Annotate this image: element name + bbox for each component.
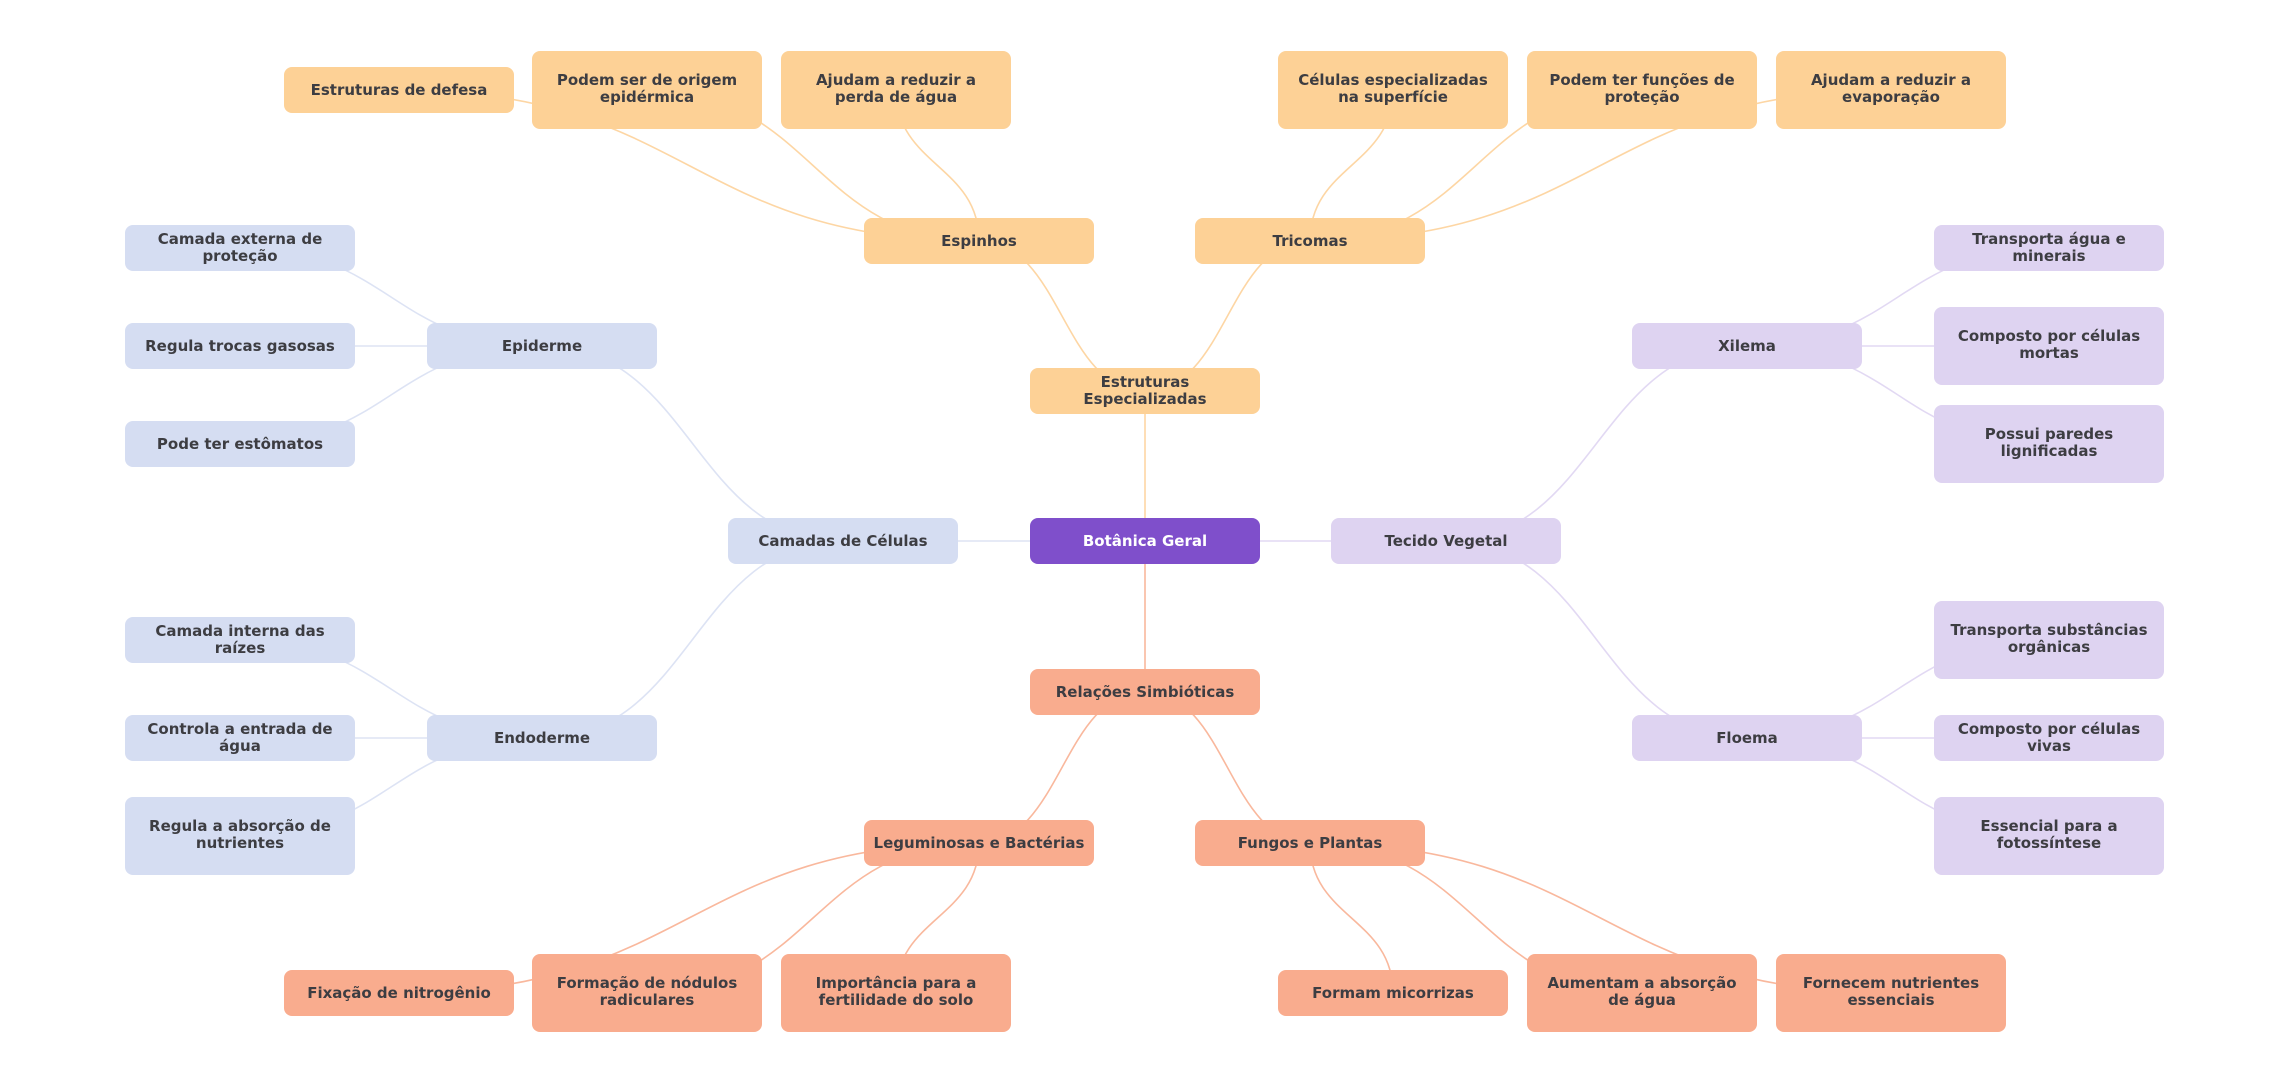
node-tri2[interactable]: Podem ter funções de proteção	[1527, 51, 1757, 129]
node-label: Importância para a fertilidade do solo	[815, 974, 977, 1009]
node-label: Tricomas	[1272, 231, 1348, 250]
node-tri3[interactable]: Ajudam a reduzir a evaporação	[1776, 51, 2006, 129]
node-espinhos[interactable]: Espinhos	[864, 218, 1094, 264]
edge-tecido-xilema	[1445, 345, 1748, 542]
node-tri1[interactable]: Células especializadas na superfície	[1278, 51, 1508, 129]
node-flo1[interactable]: Transporta substâncias orgânicas	[1934, 601, 2164, 679]
node-end3[interactable]: Regula a absorção de nutrientes	[125, 797, 355, 875]
node-camadas[interactable]: Camadas de Células	[728, 518, 958, 564]
node-label: Formação de nódulos radiculares	[556, 974, 738, 1009]
node-epi3[interactable]: Pode ter estômatos	[125, 421, 355, 467]
node-end2[interactable]: Controla a entrada de água	[125, 715, 355, 761]
node-tecido[interactable]: Tecido Vegetal	[1331, 518, 1561, 564]
node-label: Controla a entrada de água	[147, 720, 333, 755]
node-label: Relações Simbióticas	[1055, 682, 1235, 701]
node-epiderme[interactable]: Epiderme	[427, 323, 657, 369]
node-label: Regula trocas gasosas	[145, 336, 335, 355]
node-label: Regula a absorção de nutrientes	[149, 817, 331, 852]
node-label: Pode ter estômatos	[156, 434, 324, 453]
node-relacoes[interactable]: Relações Simbióticas	[1030, 669, 1260, 715]
edge-fungos-fun1	[1309, 842, 1394, 994]
edge-camadas-endoderme	[541, 540, 844, 739]
node-label: Ajudam a reduzir a perda de água	[815, 71, 977, 106]
node-label: Composto por células mortas	[1957, 327, 2141, 362]
node-floema[interactable]: Floema	[1632, 715, 1862, 761]
node-label: Tecido Vegetal	[1384, 531, 1508, 550]
node-end1[interactable]: Camada interna das raízes	[125, 617, 355, 663]
node-label: Formam micorrizas	[1312, 983, 1474, 1002]
node-epi1[interactable]: Camada externa de proteção	[125, 225, 355, 271]
edge-tecido-floema	[1445, 540, 1748, 739]
node-label: Fixação de nitrogênio	[307, 983, 491, 1002]
node-label: Transporta água e minerais	[1972, 230, 2126, 265]
edge-camadas-epiderme	[541, 345, 844, 542]
node-label: Composto por células vivas	[1957, 720, 2141, 755]
node-xil1[interactable]: Transporta água e minerais	[1934, 225, 2164, 271]
node-label: Camada externa de proteção	[157, 230, 323, 265]
node-tricomas[interactable]: Tricomas	[1195, 218, 1425, 264]
node-label: Aumentam a absorção de água	[1547, 974, 1737, 1009]
node-esp3[interactable]: Ajudam a reduzir a perda de água	[781, 51, 1011, 129]
node-label: Possui paredes lignificadas	[1984, 425, 2114, 460]
node-leg2[interactable]: Formação de nódulos radiculares	[532, 954, 762, 1032]
node-label: Floema	[1716, 728, 1778, 747]
node-label: Botânica Geral	[1082, 531, 1208, 550]
node-label: Leguminosas e Bactérias	[873, 833, 1085, 852]
node-leg1[interactable]: Fixação de nitrogênio	[284, 970, 514, 1016]
node-label: Camada interna das raízes	[155, 622, 325, 657]
node-label: Espinhos	[941, 231, 1017, 250]
node-label: Fungos e Plantas	[1237, 833, 1383, 852]
node-leg3[interactable]: Importância para a fertilidade do solo	[781, 954, 1011, 1032]
node-flo2[interactable]: Composto por células vivas	[1934, 715, 2164, 761]
node-root[interactable]: Botânica Geral	[1030, 518, 1260, 564]
node-estruturas[interactable]: Estruturas Especializadas	[1030, 368, 1260, 414]
node-flo3[interactable]: Essencial para a fotossíntese	[1934, 797, 2164, 875]
node-fun3[interactable]: Fornecem nutrientes essenciais	[1776, 954, 2006, 1032]
node-label: Estruturas Especializadas	[1083, 373, 1207, 408]
node-xil3[interactable]: Possui paredes lignificadas	[1934, 405, 2164, 483]
node-fun2[interactable]: Aumentam a absorção de água	[1527, 954, 1757, 1032]
node-label: Podem ter funções de proteção	[1549, 71, 1735, 106]
node-xilema[interactable]: Xilema	[1632, 323, 1862, 369]
node-label: Ajudam a reduzir a evaporação	[1810, 71, 1972, 106]
node-epi2[interactable]: Regula trocas gasosas	[125, 323, 355, 369]
node-label: Essencial para a fotossíntese	[1980, 817, 2118, 852]
node-esp1[interactable]: Estruturas de defesa	[284, 67, 514, 113]
node-esp2[interactable]: Podem ser de origem epidérmica	[532, 51, 762, 129]
node-label: Xilema	[1718, 336, 1776, 355]
node-label: Endoderme	[493, 728, 591, 747]
node-label: Fornecem nutrientes essenciais	[1802, 974, 1980, 1009]
node-xil2[interactable]: Composto por células mortas	[1934, 307, 2164, 385]
node-label: Estruturas de defesa	[310, 80, 488, 99]
node-endoderme[interactable]: Endoderme	[427, 715, 657, 761]
node-label: Células especializadas na superfície	[1298, 71, 1488, 106]
node-label: Epiderme	[501, 336, 583, 355]
node-label: Transporta substâncias orgânicas	[1950, 621, 2148, 656]
node-fungos[interactable]: Fungos e Plantas	[1195, 820, 1425, 866]
node-label: Camadas de Células	[758, 531, 928, 550]
node-fun1[interactable]: Formam micorrizas	[1278, 970, 1508, 1016]
node-label: Podem ser de origem epidérmica	[556, 71, 738, 106]
node-leguminosas[interactable]: Leguminosas e Bactérias	[864, 820, 1094, 866]
